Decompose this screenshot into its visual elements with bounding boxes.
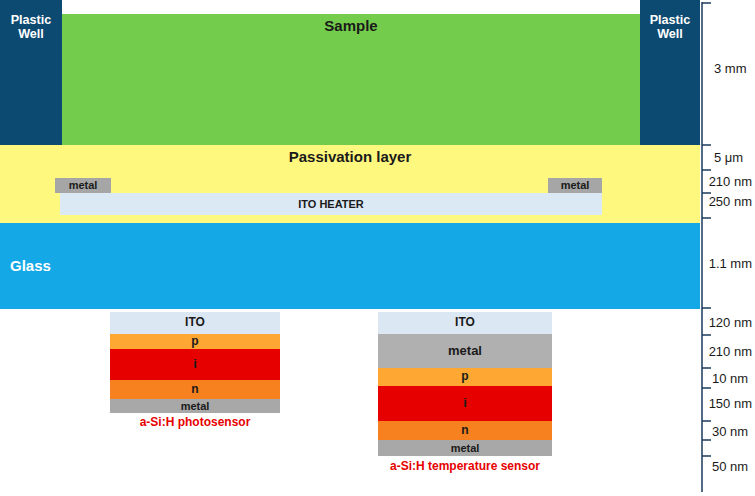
layer-label: p xyxy=(191,335,198,348)
i-layer: i xyxy=(378,386,552,421)
layer-label: n xyxy=(191,383,198,396)
sample-region: Sample xyxy=(62,14,640,145)
layer-label: p xyxy=(461,370,468,383)
scale-tick xyxy=(702,2,711,4)
ito-layer: ITO xyxy=(110,312,280,334)
dimension-label: 10 nm xyxy=(712,372,748,386)
layer-label: metal xyxy=(448,344,482,358)
scale-tick xyxy=(702,217,711,219)
layer-label: ITO HEATER xyxy=(298,198,364,210)
sensor-caption: a-Si:H temperature sensor xyxy=(390,460,540,473)
passivation-layer: Passivation layer metal metalITO HEATER xyxy=(0,145,700,223)
layer-label: Plastic Well xyxy=(640,14,700,42)
dimension-label: 5 μm xyxy=(714,151,743,165)
p-layer: p xyxy=(378,368,552,386)
scale-tick xyxy=(702,169,711,171)
scale-tick xyxy=(702,455,711,457)
scale-tick xyxy=(702,144,711,146)
scale-tick xyxy=(702,192,711,194)
dimension-label: 210 nm xyxy=(709,175,752,189)
ito-layer: ITO xyxy=(378,312,552,334)
scale-tick xyxy=(702,387,711,389)
layer-label: ITO xyxy=(185,316,205,329)
layer-label: i xyxy=(193,357,197,371)
sensor-caption: a-Si:H photosensor xyxy=(140,416,251,429)
plastic-well: Plastic Well xyxy=(640,0,700,145)
scale-bar xyxy=(701,2,703,492)
layer-label: Glass xyxy=(10,258,51,275)
layer-label: metal xyxy=(181,400,210,412)
layer-label: Plastic Well xyxy=(0,14,62,42)
layer-label: n xyxy=(461,424,468,437)
n-layer: n xyxy=(378,421,552,440)
plastic-well: Plastic Well xyxy=(0,0,62,145)
layer-label: Passivation layer xyxy=(289,149,412,166)
metal-contact: metal xyxy=(548,178,602,193)
dimension-label: 210 nm xyxy=(709,345,752,359)
layer-label: i xyxy=(463,396,467,410)
dimension-label: 50 nm xyxy=(712,460,748,474)
scale-tick xyxy=(702,367,711,369)
scale-tick xyxy=(702,420,711,422)
scale-tick xyxy=(702,307,711,309)
glass-substrate: Glass xyxy=(0,223,700,309)
metal-layer: metal xyxy=(378,334,552,368)
layer-label: Sample xyxy=(324,18,377,35)
layer-label: metal xyxy=(561,179,590,191)
metal-layer: metal xyxy=(378,440,552,456)
dimension-label: 250 nm xyxy=(709,195,752,209)
dimension-label: 30 nm xyxy=(712,425,748,439)
layer-label: metal xyxy=(451,442,480,454)
metal-layer: metal xyxy=(110,399,280,413)
p-layer: p xyxy=(110,334,280,349)
i-layer: i xyxy=(110,349,280,380)
dimension-label: 120 nm xyxy=(709,316,752,330)
dimension-label: 3 mm xyxy=(714,62,747,76)
ito-heater: ITO HEATER xyxy=(60,193,602,215)
dimension-label: 150 nm xyxy=(709,397,752,411)
metal-contact: metal xyxy=(55,178,111,193)
dimension-label: 1.1 mm xyxy=(709,257,752,271)
layer-label: ITO xyxy=(455,316,475,329)
scale-tick xyxy=(702,334,711,336)
layer-label: metal xyxy=(69,179,98,191)
n-layer: n xyxy=(110,380,280,399)
scale-tick xyxy=(702,439,711,441)
